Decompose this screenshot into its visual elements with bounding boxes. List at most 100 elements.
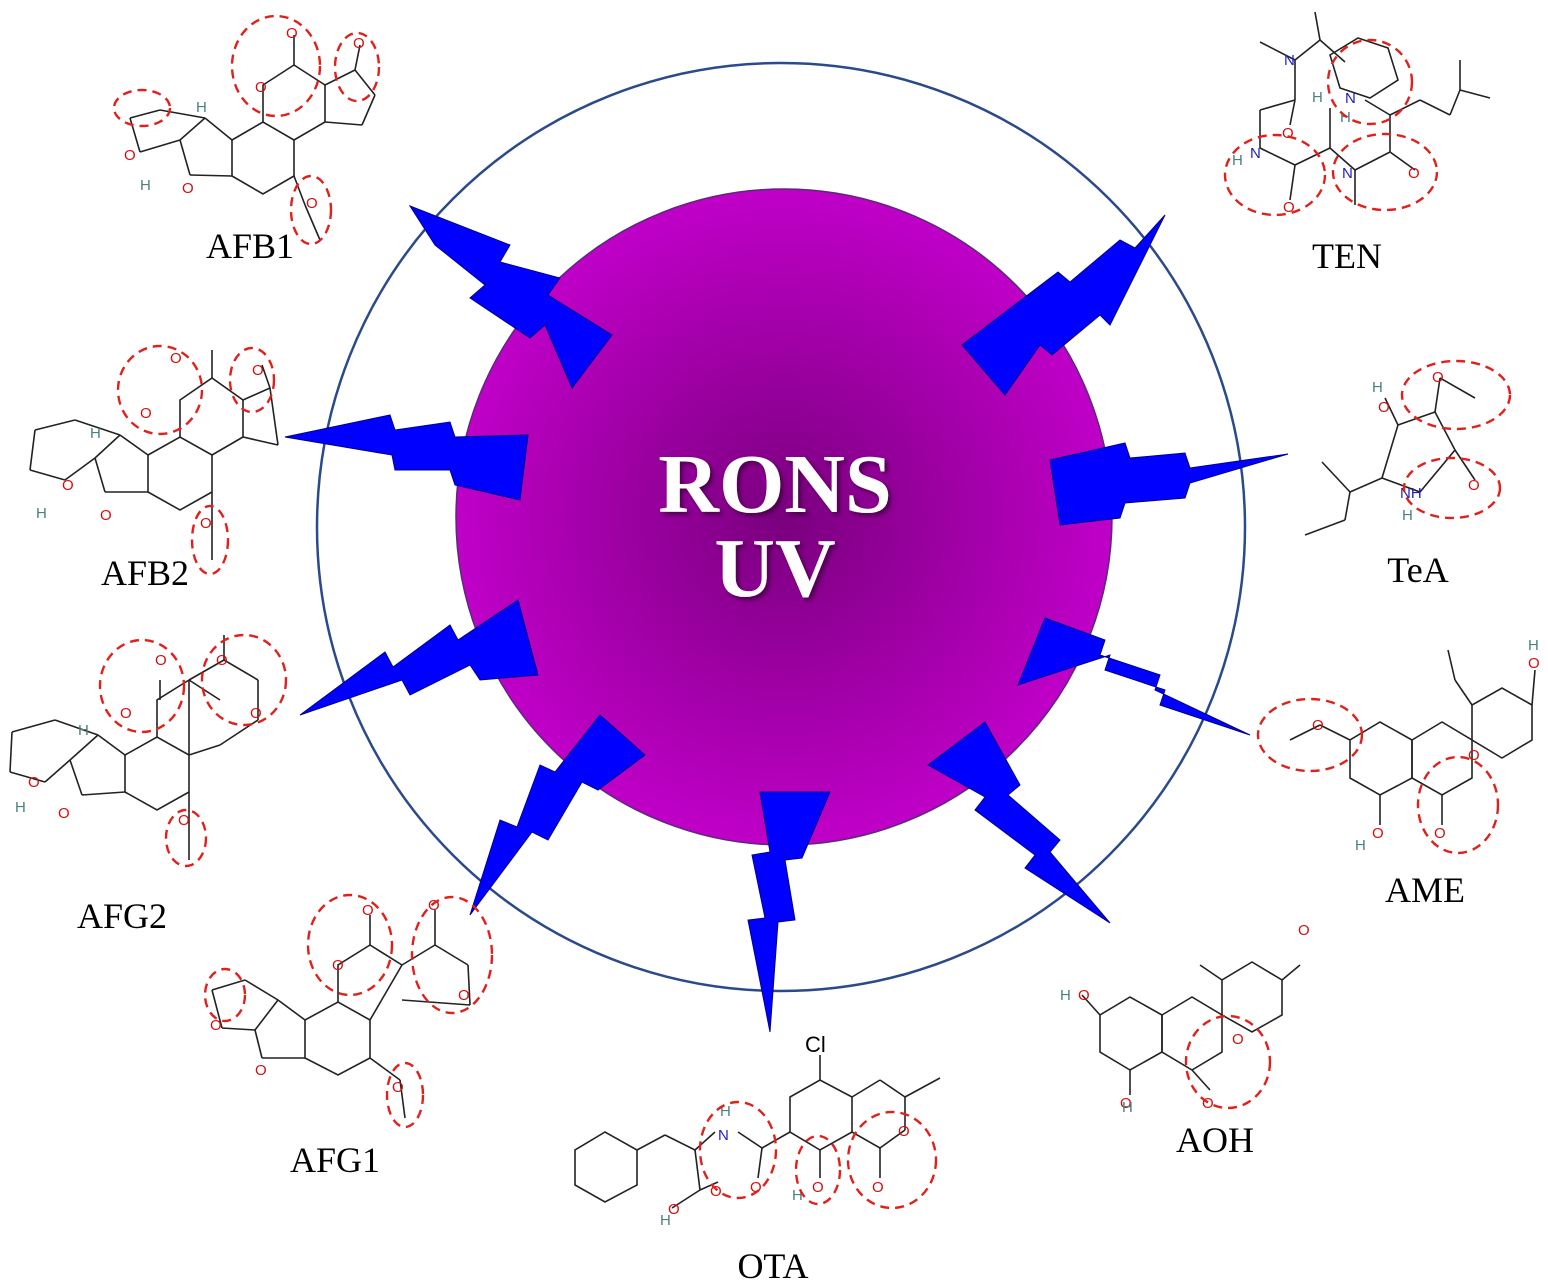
molecule-ota: Cl N H H H O O O O O O OTA <box>574 1032 941 1284</box>
svg-text:O: O <box>353 35 365 52</box>
label-afg2: AFG2 <box>77 896 167 936</box>
svg-text:H: H <box>1232 152 1243 169</box>
label-tea: TeA <box>1387 550 1448 590</box>
svg-text:O: O <box>710 1183 722 1200</box>
molecule-afg2: O O O O O O O H H AFG2 <box>9 633 288 936</box>
svg-text:O: O <box>362 902 374 919</box>
svg-text:H: H <box>660 1212 671 1229</box>
center-label-rons: RONS <box>658 438 891 531</box>
svg-text:O: O <box>1283 199 1295 216</box>
svg-text:H: H <box>1372 379 1383 396</box>
svg-text:O: O <box>812 1179 824 1196</box>
svg-text:O: O <box>140 405 152 422</box>
bolt-icon-ota <box>747 791 831 1033</box>
svg-text:O: O <box>332 957 344 974</box>
svg-text:H: H <box>140 177 151 194</box>
lightning-bolts <box>284 204 1289 1033</box>
bolt-icon-ten <box>961 214 1166 396</box>
svg-text:O: O <box>1372 825 1384 842</box>
svg-text:H: H <box>720 1103 731 1120</box>
svg-text:O: O <box>1282 125 1294 142</box>
svg-text:O: O <box>1078 987 1090 1004</box>
label-afg1: AFG1 <box>290 1140 380 1180</box>
svg-text:O: O <box>170 350 182 367</box>
svg-text:N: N <box>1284 52 1295 69</box>
svg-text:N: N <box>1342 165 1353 182</box>
molecule-ten: N N N N O O O H H H TEN <box>1223 11 1491 276</box>
svg-text:O: O <box>62 477 74 494</box>
bolt-icon-afg1 <box>469 714 646 916</box>
svg-text:O: O <box>750 1179 762 1196</box>
svg-text:H: H <box>36 505 47 522</box>
svg-text:O: O <box>252 362 264 379</box>
svg-text:O: O <box>286 25 298 42</box>
svg-text:O: O <box>306 195 318 212</box>
label-afb1: AFB1 <box>206 226 294 266</box>
svg-text:O: O <box>1378 399 1390 416</box>
svg-text:O: O <box>100 507 112 524</box>
molecule-ame: O O O O O H H AME <box>1256 637 1540 910</box>
svg-text:O: O <box>872 1179 884 1196</box>
center-label-uv: UV <box>714 522 835 615</box>
svg-text:O: O <box>58 805 70 822</box>
svg-text:O: O <box>178 812 190 829</box>
bolt-icon-afb1 <box>408 204 613 389</box>
svg-text:O: O <box>120 705 132 722</box>
molecule-tea: O O O NH H H TeA <box>1304 359 1512 590</box>
svg-text:O: O <box>1408 165 1420 182</box>
molecule-aoh: O O O O O H H AOH <box>1060 922 1310 1160</box>
label-aoh: AOH <box>1176 1120 1254 1160</box>
label-ame: AME <box>1385 870 1465 910</box>
svg-text:O: O <box>1312 717 1324 734</box>
label-afb2: AFB2 <box>101 553 189 593</box>
svg-text:O: O <box>216 652 228 669</box>
svg-text:NH: NH <box>1400 485 1422 502</box>
molecule-afb2: O O O O O O H H AFB2 <box>29 344 279 593</box>
svg-text:H: H <box>15 799 26 816</box>
svg-text:Cl: Cl <box>805 1032 826 1057</box>
svg-text:N: N <box>1345 90 1356 107</box>
svg-text:H: H <box>1060 987 1071 1004</box>
bolt-icon-ame <box>1017 617 1251 736</box>
svg-text:O: O <box>1232 1031 1244 1048</box>
bolt-icon-tea <box>1049 442 1289 526</box>
svg-text:H: H <box>1355 837 1366 854</box>
svg-text:O: O <box>200 515 212 532</box>
svg-text:O: O <box>668 1201 680 1218</box>
svg-text:O: O <box>255 1062 267 1079</box>
svg-text:O: O <box>210 1017 222 1034</box>
bolt-icon-afb2 <box>284 414 529 501</box>
svg-text:H: H <box>196 99 207 116</box>
bolt-icon-afg2 <box>299 599 539 716</box>
svg-text:O: O <box>1468 747 1480 764</box>
svg-text:H: H <box>1528 637 1539 654</box>
bolt-icon-aoh <box>927 721 1111 924</box>
svg-text:H: H <box>1122 1099 1133 1116</box>
svg-text:H: H <box>90 425 101 442</box>
svg-text:O: O <box>182 180 194 197</box>
svg-text:O: O <box>255 79 267 96</box>
svg-text:O: O <box>1468 477 1480 494</box>
svg-text:O: O <box>898 1123 910 1140</box>
svg-text:H: H <box>1402 507 1413 524</box>
svg-text:H: H <box>1312 89 1323 106</box>
svg-text:O: O <box>1202 1095 1214 1112</box>
label-ota: OTA <box>737 1246 808 1284</box>
svg-text:O: O <box>1528 655 1540 672</box>
molecule-afg1: O O O O O O O AFG1 <box>203 893 494 1180</box>
svg-text:O: O <box>1434 825 1446 842</box>
svg-text:O: O <box>124 147 136 164</box>
svg-text:N: N <box>718 1127 729 1144</box>
svg-text:O: O <box>250 705 262 722</box>
svg-text:O: O <box>458 987 470 1004</box>
svg-text:N: N <box>1250 145 1261 162</box>
svg-text:H: H <box>792 1187 803 1204</box>
label-ten: TEN <box>1312 236 1382 276</box>
svg-text:O: O <box>428 897 440 914</box>
svg-text:O: O <box>28 774 40 791</box>
molecule-afb1: O O O O O O H H AFB1 <box>112 14 381 266</box>
svg-text:O: O <box>1120 1095 1132 1112</box>
svg-text:O: O <box>392 1079 404 1096</box>
svg-text:H: H <box>78 722 89 739</box>
